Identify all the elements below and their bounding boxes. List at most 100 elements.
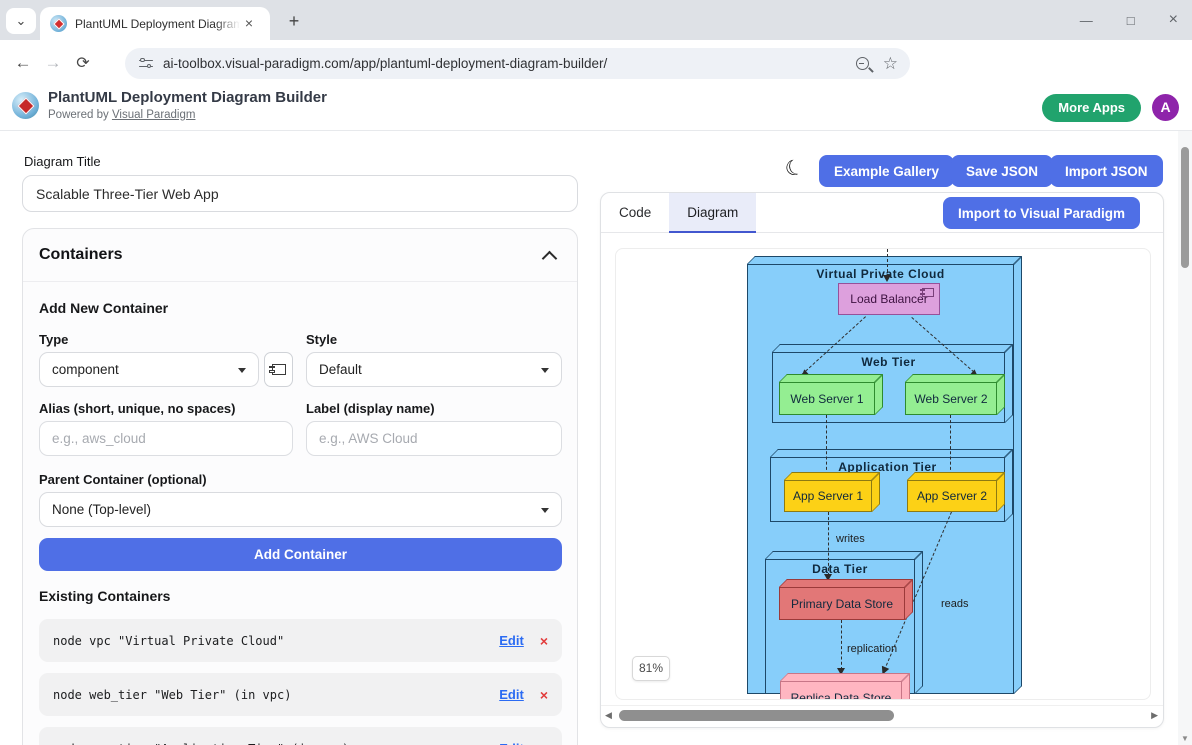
forward-icon[interactable]: → xyxy=(44,53,62,72)
browser-tab[interactable]: PlantUML Deployment Diagram × xyxy=(40,7,270,40)
node-web-server-1-label: Web Server 1 xyxy=(779,382,875,415)
horizontal-scrollbar[interactable]: ◀ ▶ xyxy=(601,705,1163,725)
chevron-down-icon xyxy=(238,368,246,373)
scroll-down-icon[interactable]: ▼ xyxy=(1181,734,1189,743)
delete-icon[interactable]: × xyxy=(540,741,548,745)
collapse-chevron-icon[interactable] xyxy=(541,250,558,267)
existing-containers-heading: Existing Containers xyxy=(39,588,171,604)
node-app-server-1-label: App Server 1 xyxy=(784,480,872,512)
component-icon xyxy=(268,364,286,375)
node-app-server-2-label: App Server 2 xyxy=(907,480,997,512)
user-avatar[interactable]: A xyxy=(1152,94,1179,121)
import-to-visual-paradigm-button[interactable]: Import to Visual Paradigm xyxy=(942,197,1140,229)
app-header: PlantUML Deployment Diagram Builder Powe… xyxy=(0,86,1192,131)
browser-toolbar: ← → ⟳ ai-toolbox.visual-paradigm.com/app… xyxy=(0,40,1192,115)
label-label: Label (display name) xyxy=(306,401,435,416)
container-code: node vpc "Virtual Private Cloud" xyxy=(53,633,285,648)
tab-title: PlantUML Deployment Diagram xyxy=(75,16,240,31)
node-web-server-2-label: Web Server 2 xyxy=(905,382,997,415)
horizontal-scrollbar-thumb[interactable] xyxy=(619,710,894,721)
node-replica-data-store: Replica Data Store xyxy=(780,673,910,699)
back-icon[interactable]: ← xyxy=(14,53,32,72)
edit-link[interactable]: Edit xyxy=(499,741,524,745)
containers-card: Containers Add New Container Type Style … xyxy=(22,228,578,745)
alias-input[interactable] xyxy=(39,421,293,456)
container-code: node web_tier "Web Tier" (in vpc) xyxy=(53,687,292,702)
type-select[interactable]: component xyxy=(39,352,259,387)
style-select[interactable]: Default xyxy=(306,352,562,387)
vertical-scrollbar[interactable]: ▼ xyxy=(1178,131,1192,745)
chevron-down-icon xyxy=(541,508,549,513)
minimize-button[interactable]: — xyxy=(1079,12,1093,28)
edit-link[interactable]: Edit xyxy=(499,687,524,702)
preview-tabs: Code Diagram xyxy=(601,193,1163,233)
visual-paradigm-logo xyxy=(12,92,39,119)
add-container-button[interactable]: Add Container xyxy=(39,538,562,571)
edge-as1-datatier xyxy=(828,512,829,576)
tab-close-icon[interactable]: × xyxy=(244,14,254,31)
maximize-button[interactable]: □ xyxy=(1126,12,1135,28)
edge-label-reads: reads xyxy=(941,598,969,610)
vertical-scrollbar-thumb[interactable] xyxy=(1181,147,1189,268)
edge-entry xyxy=(887,249,888,277)
arrowhead xyxy=(837,668,845,675)
edge-ws2-as2 xyxy=(950,415,951,475)
save-json-button[interactable]: Save JSON xyxy=(951,155,1054,187)
example-gallery-button[interactable]: Example Gallery xyxy=(819,155,955,187)
scroll-left-icon[interactable]: ◀ xyxy=(605,710,612,720)
preview-panel: Code Diagram Import to Visual Paradigm V… xyxy=(600,192,1164,728)
bookmark-star-icon[interactable]: ☆ xyxy=(882,53,898,73)
dark-mode-moon-icon[interactable]: ☾ xyxy=(781,154,807,183)
container-code: node app_tier "Application Tier" (in vpc… xyxy=(53,742,499,745)
node-web-server-1: Web Server 1 xyxy=(779,374,883,415)
edge-primary-replica xyxy=(841,620,842,670)
containers-section-title: Containers xyxy=(39,246,123,263)
component-shape-button[interactable] xyxy=(264,352,293,387)
search-tabs-button[interactable]: ⌄ xyxy=(6,8,36,34)
node-replica-data-store-label: Replica Data Store xyxy=(780,681,902,699)
delete-icon[interactable]: × xyxy=(539,632,548,649)
node-app-server-1: App Server 1 xyxy=(784,472,880,512)
parent-container-select[interactable]: None (Top-level) xyxy=(39,492,562,527)
label-input[interactable] xyxy=(306,421,562,456)
zoom-out-icon[interactable] xyxy=(855,57,869,70)
container-row: node app_tier "Application Tier" (in vpc… xyxy=(39,727,562,745)
zoom-level-badge: 81% xyxy=(632,656,670,681)
add-new-container-heading: Add New Container xyxy=(39,300,169,316)
containers-card-header[interactable]: Containers xyxy=(23,229,577,282)
delete-icon[interactable]: × xyxy=(539,686,548,703)
diagram-title-label: Diagram Title xyxy=(24,154,101,169)
arrowhead xyxy=(824,574,832,581)
node-load-balancer-label: Load Balancer xyxy=(850,292,928,306)
visual-paradigm-link[interactable]: Visual Paradigm xyxy=(111,109,196,121)
edit-link[interactable]: Edit xyxy=(499,633,524,648)
component-icon xyxy=(919,288,934,297)
parent-container-label: Parent Container (optional) xyxy=(39,472,207,487)
close-button[interactable]: × xyxy=(1168,11,1178,28)
container-row: node web_tier "Web Tier" (in vpc) Edit × xyxy=(39,673,562,716)
scroll-right-icon[interactable]: ▶ xyxy=(1151,710,1158,720)
site-settings-icon[interactable] xyxy=(139,57,153,70)
address-bar[interactable]: ai-toolbox.visual-paradigm.com/app/plant… xyxy=(125,48,910,79)
diagram-canvas[interactable]: Virtual Private Cloud Web Tier Applicati… xyxy=(615,248,1151,700)
browser-tab-strip: ⌄ PlantUML Deployment Diagram × + — □ × xyxy=(0,0,1192,40)
page-title: PlantUML Deployment Diagram Builder xyxy=(48,89,327,106)
reload-icon[interactable]: ⟳ xyxy=(76,55,90,72)
import-json-button[interactable]: Import JSON xyxy=(1050,155,1163,187)
alias-label: Alias (short, unique, no spaces) xyxy=(39,401,236,416)
chevron-down-icon xyxy=(541,368,549,373)
node-web-server-2: Web Server 2 xyxy=(905,374,1005,415)
tab-diagram[interactable]: Diagram xyxy=(669,193,757,233)
tab-code[interactable]: Code xyxy=(619,205,652,220)
visual-paradigm-favicon xyxy=(50,15,67,32)
node-primary-data-store-label: Primary Data Store xyxy=(779,587,905,620)
container-row: node vpc "Virtual Private Cloud" Edit × xyxy=(39,619,562,662)
node-load-balancer: Load Balancer xyxy=(838,283,940,315)
more-apps-button[interactable]: More Apps xyxy=(1042,94,1141,122)
edge-label-writes: writes xyxy=(836,533,865,545)
node-app-server-2: App Server 2 xyxy=(907,472,1005,512)
diagram-title-input[interactable] xyxy=(22,175,578,212)
new-tab-button[interactable]: + xyxy=(288,11,300,31)
node-primary-data-store: Primary Data Store xyxy=(779,579,913,620)
arrowhead xyxy=(883,275,891,282)
